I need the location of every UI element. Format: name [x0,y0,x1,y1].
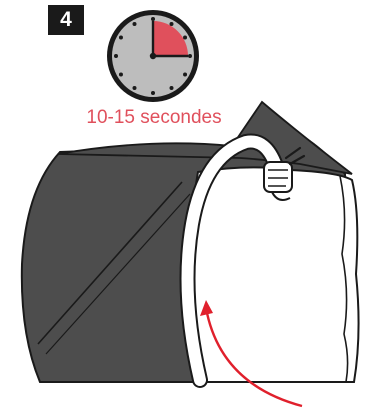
timer-tick [133,22,137,26]
timer-tick [188,54,192,58]
timer-tick [170,22,174,26]
timer-tick [151,17,155,21]
timer-tick [170,86,174,90]
timer-tick [119,36,123,40]
timer-tick [133,86,137,90]
timer-tick [183,73,187,77]
timer-tick [119,73,123,77]
reservoir-pocket [189,167,359,382]
timer-tick [183,36,187,40]
timer-tick [114,54,118,58]
step-number-badge: 4 [48,5,84,35]
timer-pivot [150,53,156,59]
stopwatch-icon [104,8,202,104]
hydration-bag-illustration [0,94,372,408]
